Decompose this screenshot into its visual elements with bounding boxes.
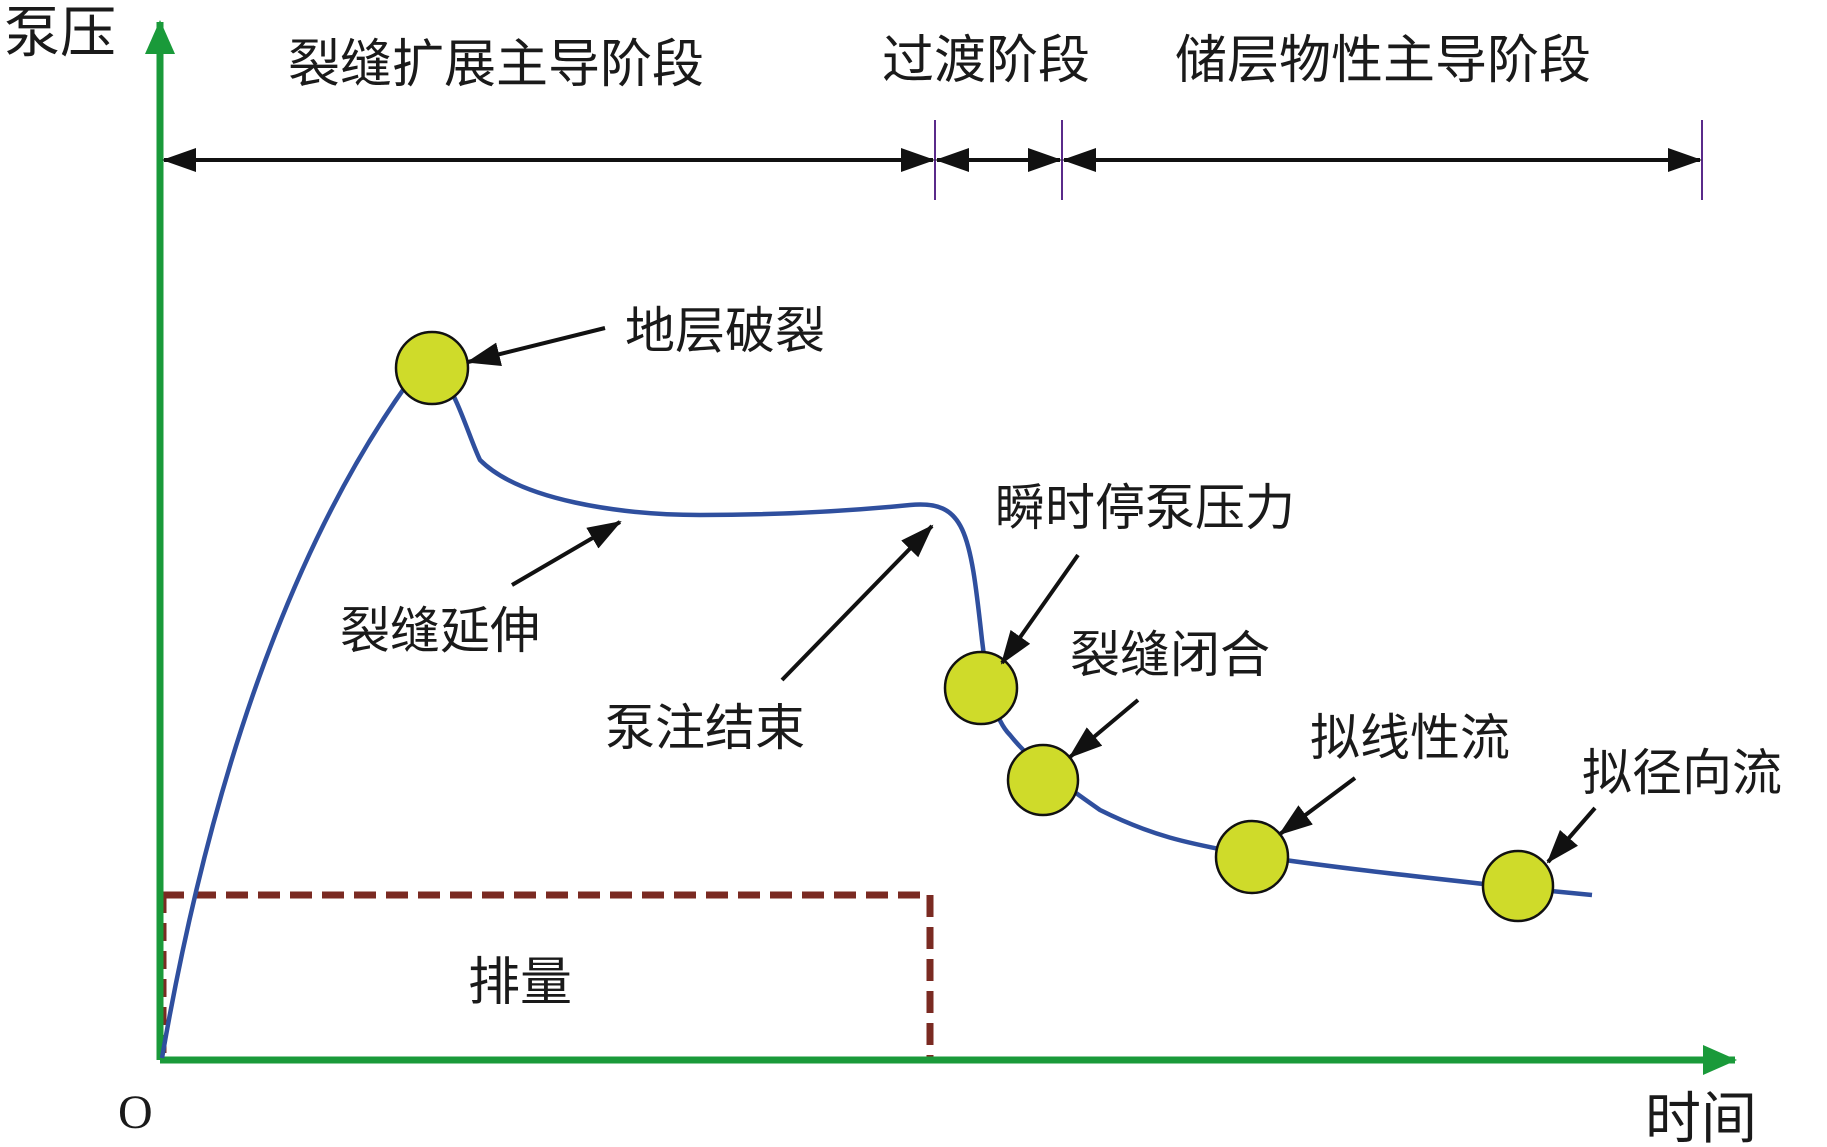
origin-label: O bbox=[118, 1086, 153, 1139]
arrow-breakdown bbox=[466, 326, 606, 366]
label-linear-flow: 拟线性流 bbox=[1310, 709, 1510, 767]
stage-label-reservoir: 储层物性主导阶段 bbox=[1175, 31, 1591, 91]
arrow-extension bbox=[510, 520, 622, 587]
label-breakdown: 地层破裂 bbox=[625, 302, 825, 360]
marker-linear-flow bbox=[1214, 819, 1290, 895]
label-extension: 裂缝延伸 bbox=[340, 602, 540, 660]
arrow-closure bbox=[1068, 698, 1140, 759]
marker-breakdown bbox=[394, 330, 470, 406]
arrow-radial-flow bbox=[1546, 806, 1597, 864]
label-rate: 排量 bbox=[468, 953, 572, 1013]
stage-label-fracture: 裂缝扩展主导阶段 bbox=[288, 35, 704, 95]
arrow-isip bbox=[1000, 553, 1080, 665]
label-shut-in: 泵注结束 bbox=[605, 699, 805, 757]
y-axis-label: 泵压 bbox=[4, 1, 116, 66]
marker-radial-flow bbox=[1481, 849, 1555, 923]
rate-box bbox=[162, 891, 934, 1058]
arrow-shut-in bbox=[780, 524, 934, 682]
label-closure: 裂缝闭合 bbox=[1070, 626, 1270, 684]
stage-label-transition: 过渡阶段 bbox=[882, 31, 1090, 91]
arrow-linear-flow bbox=[1278, 776, 1357, 836]
marker-isip bbox=[943, 650, 1019, 726]
label-isip: 瞬时停泵压力 bbox=[995, 479, 1295, 537]
label-radial-flow: 拟径向流 bbox=[1582, 744, 1782, 802]
marker-closure bbox=[1006, 743, 1080, 817]
pressure-curve bbox=[159, 364, 1593, 1059]
x-axis-label: 时间 bbox=[1645, 1087, 1757, 1147]
